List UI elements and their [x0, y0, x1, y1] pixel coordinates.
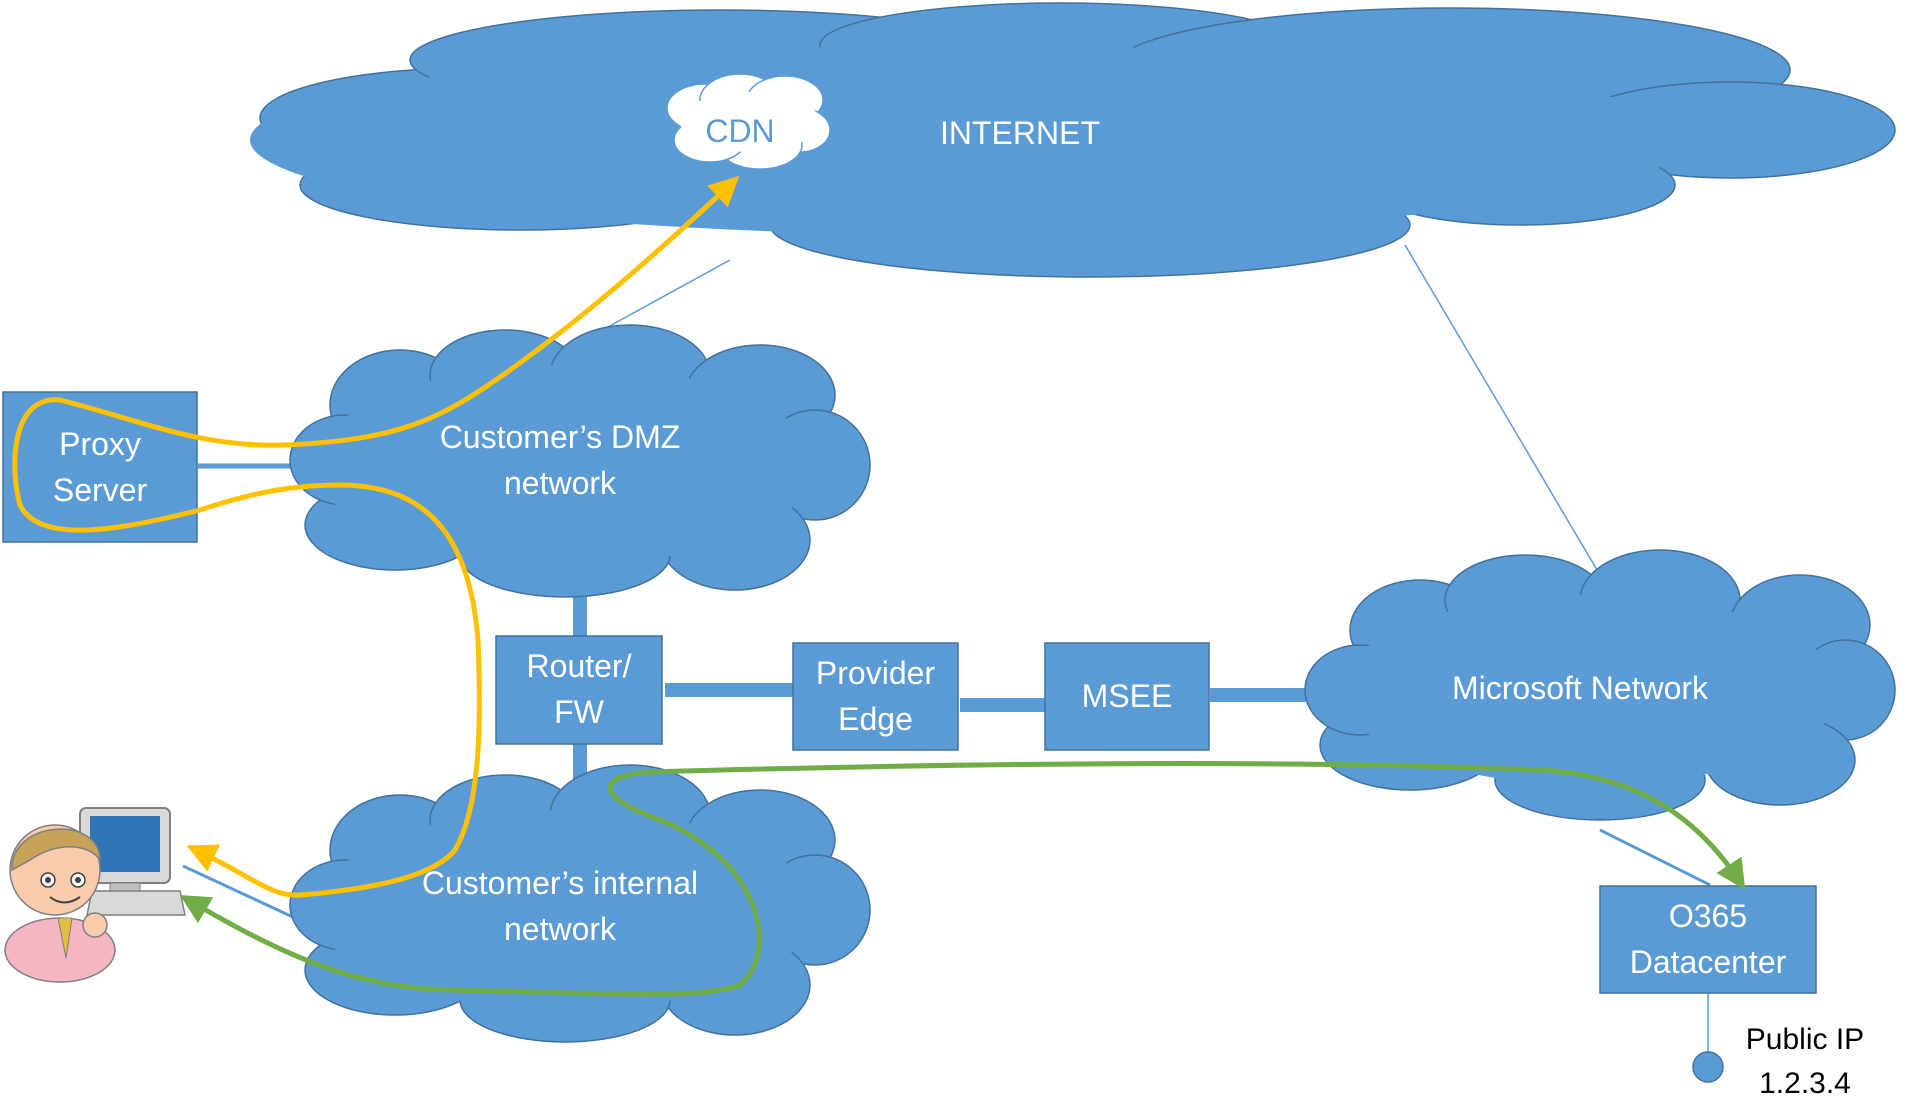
proxy-label-line2: Server: [52, 472, 148, 509]
public-ip-label-line2: 1.2.3.4: [1759, 1066, 1851, 1100]
user-at-computer-icon: [4, 807, 186, 983]
internet-label: INTERNET: [940, 115, 1100, 151]
dmz-label-line2: network: [503, 465, 617, 502]
provider-edge-box: [792, 642, 959, 751]
internet-microsoft-link: [1404, 244, 1601, 576]
public-ip-dot: [1692, 1051, 1724, 1083]
msee-box: [1044, 642, 1210, 751]
provider-label: Provider Edge: [793, 650, 958, 743]
internal-label: Customer’s internal network: [360, 860, 760, 953]
o365-label-line2: Datacenter: [1629, 944, 1787, 981]
internal-label-line2: network: [503, 911, 617, 948]
internet-cloud: [250, 2, 1896, 278]
proxy-loop: [12, 397, 286, 533]
proxy-label: Proxy Server: [3, 421, 197, 514]
router-fw-box: [495, 635, 663, 745]
dmz-label-line1: Customer’s DMZ: [439, 419, 681, 455]
dmz-label: Customer’s DMZ network: [380, 414, 740, 507]
proxy-to-cdn-path: [284, 175, 740, 448]
router-label: Router/ FW: [496, 643, 662, 736]
o365-label: O365 Datacenter: [1600, 893, 1816, 986]
public-ip-label: Public IP 1.2.3.4: [1725, 1018, 1885, 1105]
internal-label-line1: Customer’s internal: [421, 865, 699, 901]
proxy-label-line1: Proxy: [59, 426, 141, 462]
microsoft-cloud: [1304, 549, 1896, 821]
microsoft-label: Microsoft Network: [1451, 670, 1709, 706]
router-label-line2: FW: [554, 694, 604, 731]
cdn-label: CDN: [705, 113, 775, 149]
cdn-cloud: [666, 73, 831, 170]
microsoft-o365-link: [1599, 828, 1711, 887]
router-label-line1: Router/: [526, 648, 632, 684]
msee-label: MSEE: [1081, 678, 1173, 714]
provider-label-line2: Edge: [838, 701, 913, 738]
o365-label-line1: O365: [1668, 898, 1748, 934]
provider-label-line1: Provider: [815, 655, 936, 691]
return-path: [179, 760, 1746, 997]
public-ip-label-line1: Public IP: [1745, 1023, 1865, 1056]
